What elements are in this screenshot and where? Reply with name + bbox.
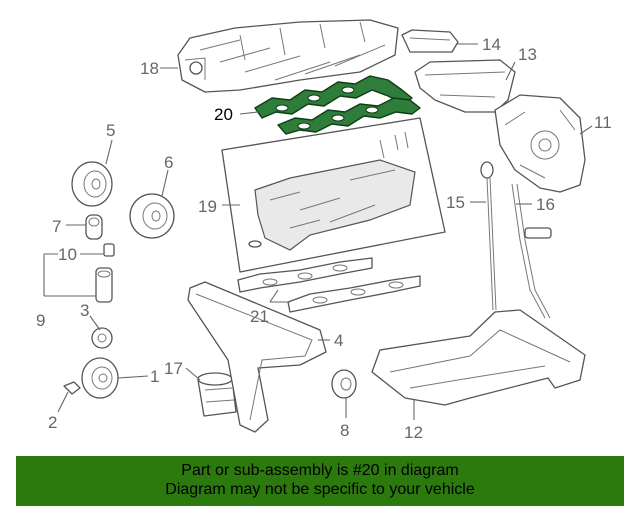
banner-line-1: Part or sub-assembly is #20 in diagram	[181, 462, 459, 479]
callout-20: 20	[214, 105, 233, 124]
part-2-bolt[interactable]	[63, 381, 81, 395]
parts-diagram: 18 14 13 11 20 19 5 6 7 10 9 3 1 2 17 4 …	[36, 19, 612, 442]
vehicle-fit-banner: Part or sub-assembly is #20 in diagram D…	[16, 456, 624, 506]
part-21-gaskets[interactable]	[237, 257, 421, 313]
callout-10: 10	[58, 245, 77, 264]
part-12-oil-pan[interactable]	[371, 309, 586, 406]
callout-2: 2	[48, 413, 57, 432]
part-13-oil-pan[interactable]	[414, 59, 516, 113]
part-10-bolt[interactable]	[103, 243, 115, 257]
callout-19: 19	[198, 197, 217, 216]
part-16-dipstick-tube[interactable]	[511, 183, 552, 319]
callout-8: 8	[340, 421, 349, 440]
callout-4: 4	[334, 331, 343, 350]
callout-7: 7	[52, 217, 61, 236]
callout-21: 21	[250, 307, 269, 326]
callout-5: 5	[106, 121, 115, 140]
part-4-belt[interactable]	[187, 281, 327, 433]
part-11-timing-cover[interactable]	[494, 94, 586, 193]
callout-15: 15	[446, 193, 465, 212]
callout-17: 17	[164, 359, 183, 378]
callout-6: 6	[164, 153, 173, 172]
callout-18: 18	[140, 59, 159, 78]
callout-16: 16	[536, 195, 555, 214]
leader-lines	[43, 43, 593, 420]
callout-12: 12	[404, 423, 423, 442]
part-20-gasket[interactable]	[254, 75, 421, 135]
part-7-tensioner[interactable]	[85, 214, 103, 240]
part-5-pulley[interactable]	[71, 161, 113, 207]
part-8-idler-pulley[interactable]	[331, 369, 357, 399]
part-17-oil-filter[interactable]	[197, 372, 237, 417]
callout-13: 13	[518, 45, 537, 64]
part-18-intake-manifold[interactable]	[177, 19, 399, 93]
part-9-sensor[interactable]	[95, 267, 113, 303]
callout-9: 9	[36, 311, 45, 330]
part-14-cover[interactable]	[401, 29, 459, 53]
part-1-crank-pulley[interactable]	[81, 357, 119, 399]
part-3-idler[interactable]	[91, 327, 113, 349]
part-15-dipstick[interactable]	[480, 161, 497, 311]
part-19-lower-intake[interactable]	[221, 117, 446, 273]
callout-11: 11	[594, 113, 612, 132]
callout-14: 14	[482, 35, 501, 54]
part-6-pulley[interactable]	[129, 193, 175, 239]
callout-3: 3	[80, 301, 89, 320]
callout-1: 1	[150, 367, 159, 386]
callouts: 18 14 13 11 20 19 5 6 7 10 9 3 1 2 17 4 …	[36, 35, 612, 442]
banner-line-2: Diagram may not be specific to your vehi…	[165, 481, 475, 498]
